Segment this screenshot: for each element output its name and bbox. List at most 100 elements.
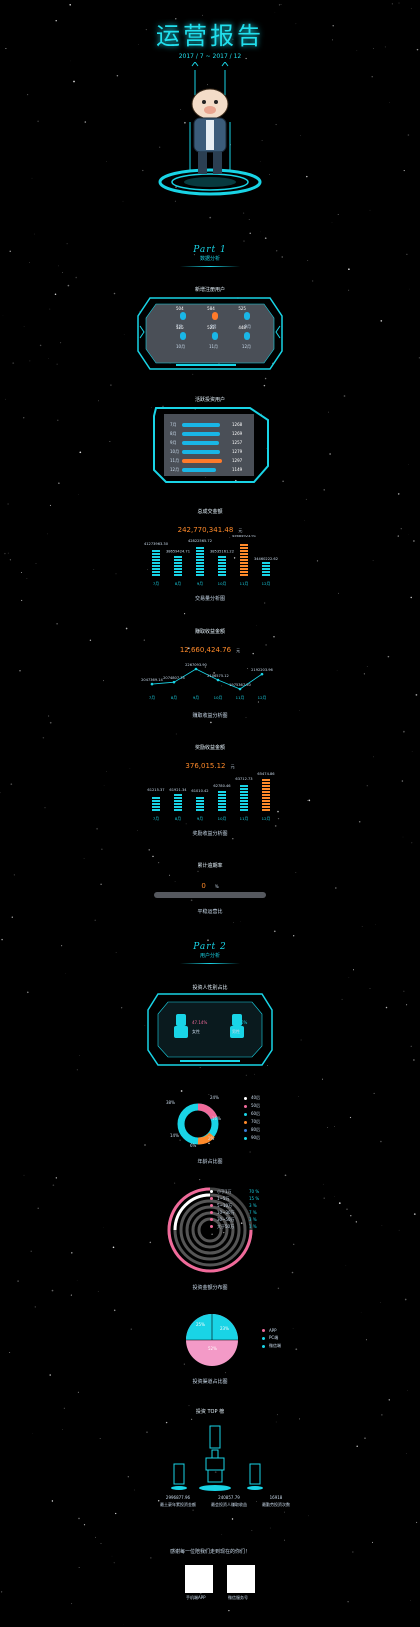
top-item-value: 240857.79 <box>218 1495 240 1500</box>
bar-segment <box>262 797 270 799</box>
legend-label: 90后 <box>251 1135 261 1140</box>
part2-header: Part 2 用户分析 <box>0 942 420 959</box>
amount-row: 5~10万 3 % <box>210 1202 259 1209</box>
age-caption: 年龄占比图 <box>197 1159 223 1165</box>
bar-segment <box>240 788 248 790</box>
part2-subtitle: 用户分析 <box>199 953 220 959</box>
wechat-qr-code[interactable] <box>227 1565 255 1593</box>
bar-segment <box>218 797 226 799</box>
new-register-months: 7月 8月 9月 10月 11月 12月 <box>176 324 251 350</box>
month-label: 10月 <box>218 581 227 586</box>
invest-row-month: 12月 <box>170 466 180 472</box>
bar-segment <box>218 568 226 570</box>
bar-segment <box>262 806 270 808</box>
invest-row-month: 9月 <box>170 439 177 445</box>
month-label: 11月 <box>236 695 245 700</box>
bar-segment <box>174 797 182 799</box>
point-value-label: 2047369.14 <box>141 678 163 682</box>
bar-value-label: 63712.73 <box>235 777 252 781</box>
bar-value-label: 61921.34 <box>169 788 187 792</box>
bar-segment <box>218 559 226 561</box>
bar-segment <box>240 809 248 811</box>
bar-segment <box>174 809 182 811</box>
bar-segment <box>262 794 270 796</box>
report-title: 运营报告 <box>156 22 264 50</box>
bar-segment <box>196 803 204 805</box>
bar-segment <box>174 568 182 570</box>
bar-segment <box>240 574 248 576</box>
bar-segment <box>152 800 160 802</box>
amount-value: 15 % <box>249 1196 260 1201</box>
top-item: 16918 最勤劳投资次数 <box>262 1495 290 1508</box>
bar-value-label: 65474.86 <box>257 772 275 776</box>
overdue-block: 累计逾期率 0 % <box>0 862 420 892</box>
bar-segment <box>174 803 182 805</box>
age-pct-label: 2% <box>208 1136 215 1141</box>
invest-row-month: 7月 <box>170 421 177 427</box>
bar-segment <box>152 568 160 570</box>
reg-value-9: 525 <box>238 306 246 311</box>
reg-month: 11月 <box>208 344 219 349</box>
bar-segment <box>218 794 226 796</box>
bar-segment <box>240 797 248 799</box>
bar-segment <box>196 550 204 552</box>
bar-segment <box>240 565 248 567</box>
bar-segment <box>152 550 160 552</box>
report-header: 运营报告 2017 / 7 ~ 2017 / 12 <box>0 16 420 60</box>
invest-row-month: 10月 <box>170 448 180 454</box>
line-point <box>194 667 198 671</box>
legend-label: 50后 <box>251 1103 261 1108</box>
bar-value-label: 61215.37 <box>147 788 164 792</box>
bar-segment <box>174 806 182 808</box>
top-podium-illustration <box>171 1425 263 1491</box>
bar-segment <box>152 806 160 808</box>
amount-value: 70 % <box>249 1189 260 1194</box>
invest-row-month: 11月 <box>170 457 180 463</box>
amount-row: 大于50万 1 % <box>210 1223 259 1230</box>
bar-segment <box>152 559 160 561</box>
bar-segment <box>196 565 204 567</box>
bar-value-label: 34460222.62 <box>254 557 278 561</box>
age-pct-label: 24% <box>210 1095 219 1100</box>
bar-segment <box>152 556 160 558</box>
amount-value: 3 % <box>249 1203 257 1208</box>
bar-segment <box>240 547 248 549</box>
reg-cylinder <box>212 332 218 340</box>
earnings-total: 12,660,424.76 <box>179 646 232 654</box>
overdue-value: 0 <box>201 882 206 890</box>
overdue-title: 累计逾期率 <box>197 863 223 869</box>
bar-segment <box>152 565 160 567</box>
bar-segment <box>218 803 226 805</box>
point-value-label: 1975367.50 <box>229 683 251 687</box>
earnings-chart: 2047369.147月2074807.748月2267093.909月2106… <box>141 663 273 700</box>
mascot-illustration <box>158 62 262 196</box>
top-title: 投资 TOP 榜 <box>195 1409 225 1415</box>
bar-segment <box>218 809 226 811</box>
invest-row-value: 1269 <box>232 431 243 436</box>
bar-segment <box>240 791 248 793</box>
bar-segment <box>196 553 204 555</box>
bar-segment <box>262 562 270 564</box>
legend-item: 50后 <box>244 1102 260 1110</box>
invest-row-bar <box>182 440 219 445</box>
reg-value-7: 504 <box>176 306 184 311</box>
top-item-label: 最勤劳投资次数 <box>262 1502 290 1507</box>
bar-segment <box>174 562 182 564</box>
invest-row-month: 8月 <box>170 430 177 436</box>
invest-row-bar <box>182 467 216 472</box>
invest-row-value: 1257 <box>232 440 243 445</box>
amount-row: 1~5万 15 % <box>210 1195 259 1202</box>
app-qr-code[interactable] <box>185 1565 213 1593</box>
reward-total: 376,015.12 <box>185 762 226 770</box>
invest-row-bar <box>182 449 220 454</box>
legend-item: 微信端 <box>262 1342 281 1350</box>
bar-segment <box>196 562 204 564</box>
male-pct: 54.86% <box>232 1020 248 1025</box>
month-label: 9月 <box>197 816 203 821</box>
reg-month: 12月 <box>241 344 251 349</box>
point-value-label: 2106575.12 <box>207 674 229 678</box>
point-value-label: 2267093.90 <box>185 663 207 667</box>
amount-row: 10~30万 7 % <box>210 1209 259 1216</box>
earnings-block: 赚取收益金额 12,660,424.76 元 <box>0 628 420 656</box>
